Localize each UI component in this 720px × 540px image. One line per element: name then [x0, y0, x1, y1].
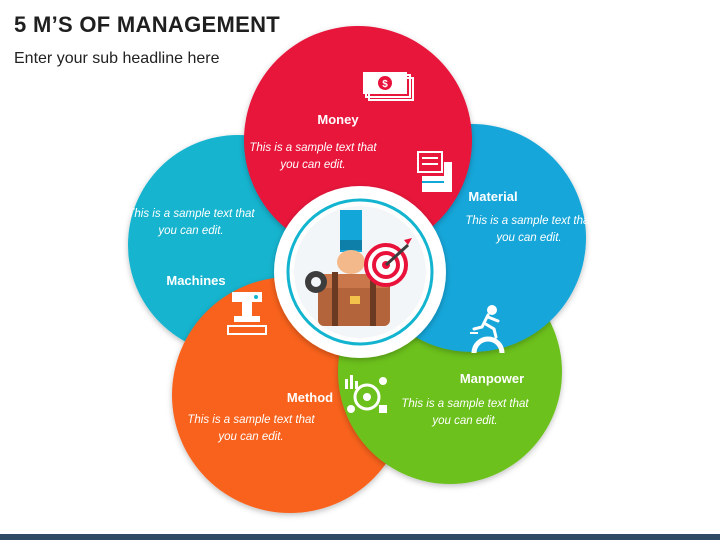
- material-icon: [417, 151, 452, 192]
- petal-label-machines: Machines: [166, 273, 226, 288]
- manpower-icon: [470, 305, 505, 354]
- page-title: 5 M’S OF MANAGEMENT: [14, 12, 281, 37]
- petal-text-manpower: This is a sample text that you can edit.: [401, 398, 529, 427]
- petal-text-material: This is a sample text that you can edit.: [465, 215, 593, 244]
- petal-text-method: This is a sample text that you can edit.: [187, 414, 315, 443]
- petal-label-money: Money: [317, 112, 359, 127]
- svg-text:$: $: [382, 79, 388, 90]
- machines-icon: [227, 292, 267, 335]
- petal-text-machines: This is a sample text that you can edit.: [127, 208, 255, 237]
- bottom-bar: [0, 534, 720, 540]
- page-subtitle: Enter your sub headline here: [14, 50, 220, 67]
- petal-label-method: Method: [286, 390, 334, 405]
- petal-text-money: This is a sample text that you can edit.: [249, 142, 377, 171]
- briefcase-target-icon: [305, 210, 412, 326]
- money-icon: $: [363, 72, 414, 101]
- petal-label-material: Material: [468, 189, 518, 204]
- petal-label-manpower: Manpower: [459, 371, 525, 386]
- method-icon: [345, 375, 387, 413]
- petal-money: [244, 26, 472, 254]
